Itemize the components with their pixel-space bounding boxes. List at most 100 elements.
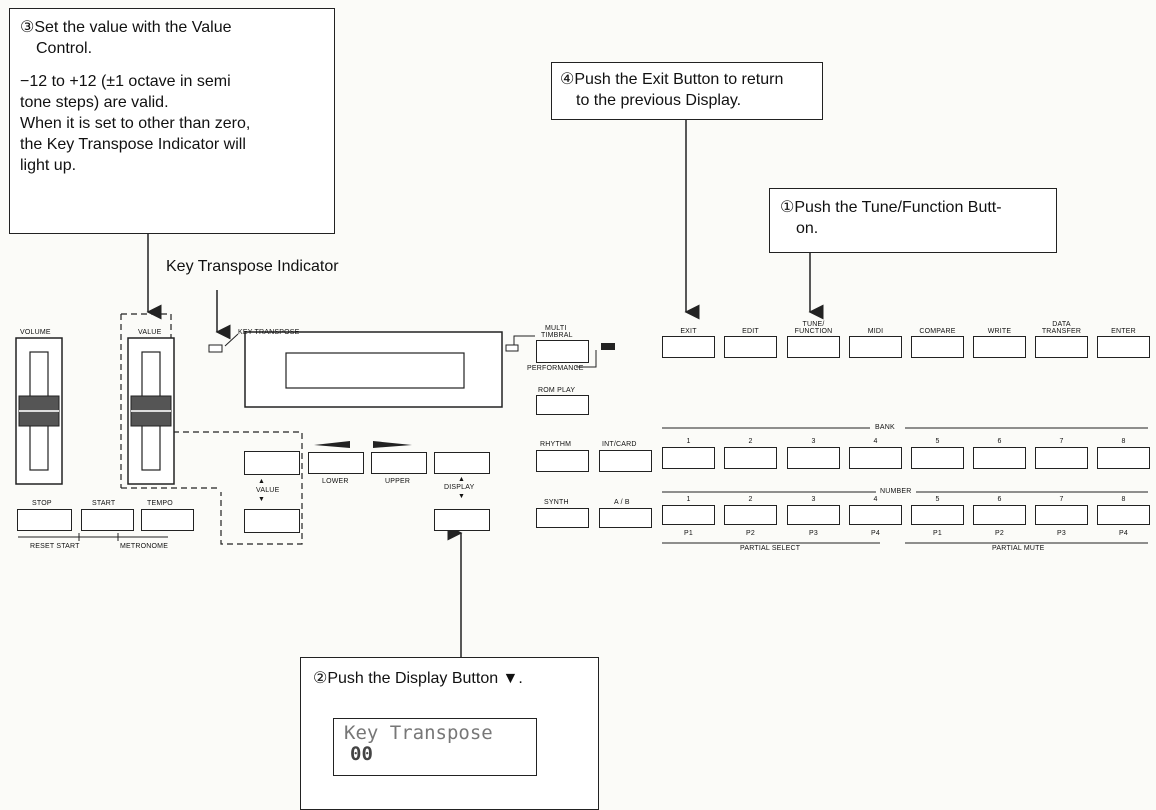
- reset-start-label: RESET START: [30, 543, 80, 550]
- number-button-7[interactable]: [1035, 505, 1088, 525]
- upper-label: UPPER: [385, 478, 411, 485]
- number-button-5[interactable]: [911, 505, 964, 525]
- ab-label: A / B: [614, 499, 630, 506]
- step3-note: ③Set the value with the Value Control. −…: [9, 8, 335, 234]
- lcd-preview: Key Transpose 00: [333, 718, 537, 776]
- bank-button-1[interactable]: [662, 447, 715, 469]
- top-button-exit[interactable]: [662, 336, 715, 358]
- top-button-midi[interactable]: [849, 336, 902, 358]
- int-card-label: INT/CARD: [602, 441, 637, 448]
- lcd-value: 00: [350, 743, 373, 765]
- step3-line2: Control.: [36, 40, 93, 57]
- bank-number-label: 6: [997, 438, 1002, 445]
- top-button-label: ENTER: [1111, 328, 1136, 335]
- step2-note: ②Push the Display Button ▼. Key Transpos…: [300, 657, 599, 810]
- key-transpose-indicator-label: Key Transpose Indicator: [166, 258, 339, 275]
- top-button-label: COMPARE: [919, 328, 956, 335]
- number-button-6[interactable]: [973, 505, 1026, 525]
- key-transpose-label: KEY TRANSPOSE: [238, 329, 300, 336]
- metronome-label: METRONOME: [120, 543, 169, 550]
- top-button-label-1: DATA: [1052, 321, 1071, 328]
- ab-button[interactable]: [599, 508, 652, 528]
- step3-line1: ③Set the value with the Value: [20, 19, 232, 36]
- partial-label: P1: [684, 530, 693, 537]
- rom-play-button[interactable]: [536, 395, 589, 415]
- tempo-button[interactable]: [141, 509, 194, 531]
- step4-line1: ④Push the Exit Button to return: [560, 71, 784, 88]
- bank-button-5[interactable]: [911, 447, 964, 469]
- bank-number-label: 3: [811, 438, 816, 445]
- top-button-transfer[interactable]: [1035, 336, 1088, 358]
- volume-slider[interactable]: [16, 338, 62, 484]
- value-up-button[interactable]: [244, 451, 300, 475]
- bank-button-7[interactable]: [1035, 447, 1088, 469]
- bank-button-2[interactable]: [724, 447, 777, 469]
- step2-line1: ②Push the Display Button ▼.: [313, 670, 523, 687]
- step3-line7: light up.: [20, 157, 77, 174]
- number-label: NUMBER: [880, 488, 912, 495]
- step3-line6: the Key Transpose Indicator will: [20, 136, 246, 153]
- bank-button-6[interactable]: [973, 447, 1026, 469]
- step1-line2: on.: [796, 220, 819, 237]
- stop-button[interactable]: [17, 509, 72, 531]
- rhythm-label: RHYTHM: [540, 441, 572, 448]
- volume-label: VOLUME: [20, 329, 51, 336]
- display-label: DISPLAY: [444, 484, 475, 491]
- value-down-button[interactable]: [244, 509, 300, 533]
- value-slider[interactable]: [128, 338, 174, 484]
- bank-label: BANK: [875, 424, 895, 431]
- top-button-label: EDIT: [742, 328, 759, 335]
- number-button-3[interactable]: [787, 505, 840, 525]
- lcd-line1: Key Transpose: [344, 722, 493, 744]
- number-button-2[interactable]: [724, 505, 777, 525]
- step4-note: ④Push the Exit Button to return to the p…: [551, 62, 823, 120]
- synth-button[interactable]: [536, 508, 589, 528]
- bank-number-label: 8: [1121, 438, 1126, 445]
- top-button-compare[interactable]: [911, 336, 964, 358]
- number-button-4[interactable]: [849, 505, 902, 525]
- partial-label: P3: [809, 530, 818, 537]
- bank-button-8[interactable]: [1097, 447, 1150, 469]
- top-button-edit[interactable]: [724, 336, 777, 358]
- partial-label: P4: [1119, 530, 1128, 537]
- number-label: 5: [935, 496, 940, 503]
- top-button-enter[interactable]: [1097, 336, 1150, 358]
- bank-button-4[interactable]: [849, 447, 902, 469]
- rhythm-button[interactable]: [536, 450, 589, 472]
- top-button-write[interactable]: [973, 336, 1026, 358]
- multi-label-2: TIMBRAL: [541, 332, 573, 339]
- partial-label: P4: [871, 530, 880, 537]
- int-card-button[interactable]: [599, 450, 652, 472]
- display-up-button[interactable]: [434, 452, 490, 474]
- top-button-label: FUNCTION: [794, 328, 833, 335]
- step3-line5: When it is set to other than zero,: [20, 115, 251, 132]
- synth-label: SYNTH: [544, 499, 569, 506]
- bank-button-3[interactable]: [787, 447, 840, 469]
- value-label: VALUE: [138, 329, 162, 336]
- number-button-1[interactable]: [662, 505, 715, 525]
- start-button[interactable]: [81, 509, 134, 531]
- top-button-label: WRITE: [987, 328, 1012, 335]
- bank-number-label: 1: [686, 438, 691, 445]
- top-button-label: TRANSFER: [1041, 328, 1082, 335]
- step1-note: ①Push the Tune/Function Butt- on.: [769, 188, 1057, 253]
- number-label: 1: [686, 496, 691, 503]
- number-label: 4: [873, 496, 878, 503]
- lower-button[interactable]: [308, 452, 364, 474]
- partial-label: P2: [746, 530, 755, 537]
- number-button-8[interactable]: [1097, 505, 1150, 525]
- display-down-button[interactable]: [434, 509, 490, 531]
- start-label: START: [92, 500, 116, 507]
- step1-line1: ①Push the Tune/Function Butt-: [780, 199, 1002, 216]
- number-label: 7: [1059, 496, 1064, 503]
- step3-line4: tone steps) are valid.: [20, 94, 169, 111]
- partial-label: P1: [933, 530, 942, 537]
- rom-play-label: ROM PLAY: [538, 387, 576, 394]
- top-button-label: EXIT: [680, 328, 697, 335]
- multi-timbral-button[interactable]: [536, 340, 589, 363]
- top-button-function[interactable]: [787, 336, 840, 358]
- tempo-label: TEMPO: [147, 500, 173, 507]
- upper-button[interactable]: [371, 452, 427, 474]
- step4-line2: to the previous Display.: [576, 92, 742, 109]
